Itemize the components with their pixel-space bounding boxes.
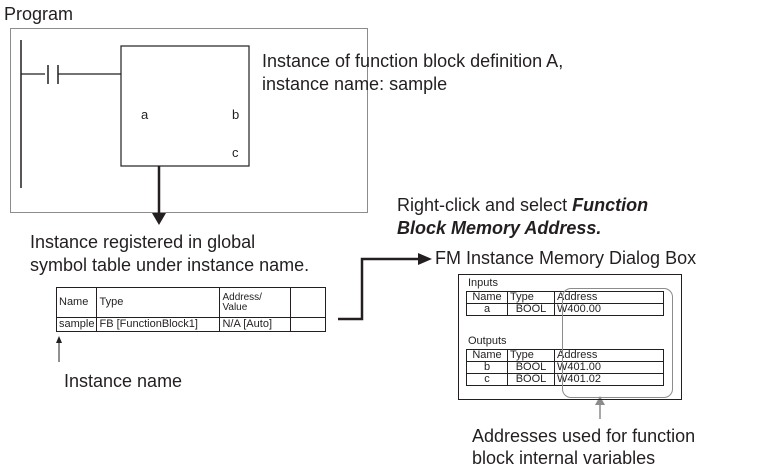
symbol-table-header-address: Address/ Value xyxy=(219,286,292,319)
registered-caption-line1: Instance registered in global xyxy=(30,232,256,252)
dialog-inputs-table: Name Type Address a BOOL W400.00 xyxy=(466,291,664,316)
symbol-table-header-name: Name xyxy=(55,286,98,319)
rightclick-caption-line2: Block Memory Address. xyxy=(397,218,601,239)
dialog-inputs-header-row: Name Type Address xyxy=(466,291,664,304)
dialog-outputs-table: Name Type Address b BOOL W401.00 c BOOL … xyxy=(466,349,664,386)
fb-pin-a: a xyxy=(141,107,149,122)
table-row[interactable]: a BOOL W400.00 xyxy=(466,303,664,316)
dialog-output-address: W401.02 xyxy=(554,373,664,386)
instance-name-arrowhead xyxy=(56,336,62,343)
symbol-table-header-row: Name Type Address/ Value xyxy=(55,286,327,319)
dialog-inputs-header-name: Name xyxy=(466,291,508,304)
dialog-outputs-header-name: Name xyxy=(466,349,508,362)
right-arrow-head xyxy=(418,253,432,265)
right-arrow-line xyxy=(338,257,420,321)
dialog-input-address: W400.00 xyxy=(554,303,664,316)
instance-name-label: Instance name xyxy=(64,371,183,391)
instance-caption-line1: Instance of function block definition A, xyxy=(262,51,564,71)
fm-instance-memory-dialog: Inputs Name Type Address a BOOL W400.00 … xyxy=(458,274,682,400)
program-label: Program xyxy=(4,4,74,24)
dialog-output-name: c xyxy=(466,373,508,386)
program-frame xyxy=(10,28,368,213)
symbol-table-cell-type: FB [FunctionBlock1] xyxy=(96,317,221,332)
fb-pin-b: b xyxy=(232,107,240,122)
dialog-inputs-header-type: Type xyxy=(507,291,555,304)
symbol-table: Name Type Address/ Value sample FB [Func… xyxy=(55,286,327,332)
rightclick-caption-prefix: Right-click and select xyxy=(397,195,573,215)
dialog-output-type: BOOL xyxy=(507,373,555,386)
dialog-outputs-label: Outputs xyxy=(468,335,507,347)
symbol-table-cell-address: N/A [Auto] xyxy=(219,317,292,332)
symbol-table-header-extra xyxy=(290,286,327,319)
registered-caption-line2: symbol table under instance name. xyxy=(30,255,310,275)
symbol-table-header-address-line2: Value xyxy=(222,301,248,313)
symbol-table-cell-extra xyxy=(290,317,327,332)
addresses-caption-line1: Addresses used for function xyxy=(472,426,696,446)
symbol-table-header-address-line1: Address/ xyxy=(222,291,262,303)
rightclick-caption-emph1: Function xyxy=(572,195,649,215)
fb-pin-c: c xyxy=(232,145,239,160)
table-row[interactable]: c BOOL W401.02 xyxy=(466,373,664,386)
addresses-arrowhead xyxy=(595,396,605,405)
down-arrow-head xyxy=(152,213,166,225)
dialog-input-type: BOOL xyxy=(507,303,555,316)
address-column-highlight xyxy=(562,288,673,398)
addresses-caption-line2: block internal variables xyxy=(472,448,656,468)
table-row[interactable]: b BOOL W401.00 xyxy=(466,361,664,374)
table-row[interactable]: sample FB [FunctionBlock1] N/A [Auto] xyxy=(55,317,327,332)
rightclick-caption-emph2: Block Memory Address. xyxy=(397,218,602,238)
symbol-table-header-type: Type xyxy=(96,286,221,319)
dialog-inputs-label: Inputs xyxy=(468,277,498,289)
dialog-title: FM Instance Memory Dialog Box xyxy=(435,248,697,268)
instance-caption-line2: instance name: sample xyxy=(262,74,448,94)
symbol-table-cell-name: sample xyxy=(55,317,98,332)
dialog-outputs-header-type: Type xyxy=(507,349,555,362)
dialog-output-name: b xyxy=(466,361,508,374)
rightclick-caption-line1: Right-click and select Function xyxy=(397,195,648,216)
function-block-box xyxy=(120,45,250,167)
dialog-input-name: a xyxy=(466,303,508,316)
dialog-output-type: BOOL xyxy=(507,361,555,374)
